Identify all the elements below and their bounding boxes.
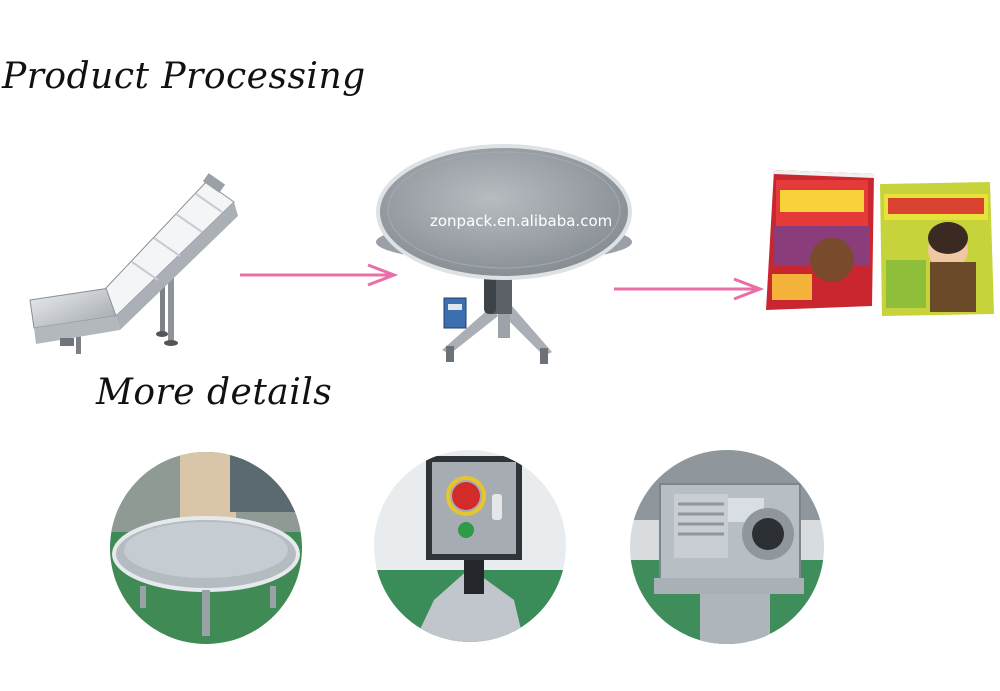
detail-gearbox	[630, 450, 824, 644]
right-arrow-icon	[240, 263, 399, 287]
right-arrow-icon	[614, 277, 765, 301]
flow-arrow-2	[614, 276, 766, 302]
detail-control-box	[374, 450, 566, 642]
flow-arrow-1	[240, 262, 400, 288]
detail-turntable-plate	[110, 452, 302, 644]
watermark-text: zonpack.en.alibaba.com	[430, 212, 612, 230]
rotary-turntable-image: zonpack.en.alibaba.com	[372, 138, 636, 372]
snack-bags-image	[762, 164, 998, 320]
more-details-heading: More details	[96, 372, 333, 413]
incline-conveyor-image	[20, 168, 248, 360]
product-processing-heading: Product Processing	[2, 56, 366, 97]
